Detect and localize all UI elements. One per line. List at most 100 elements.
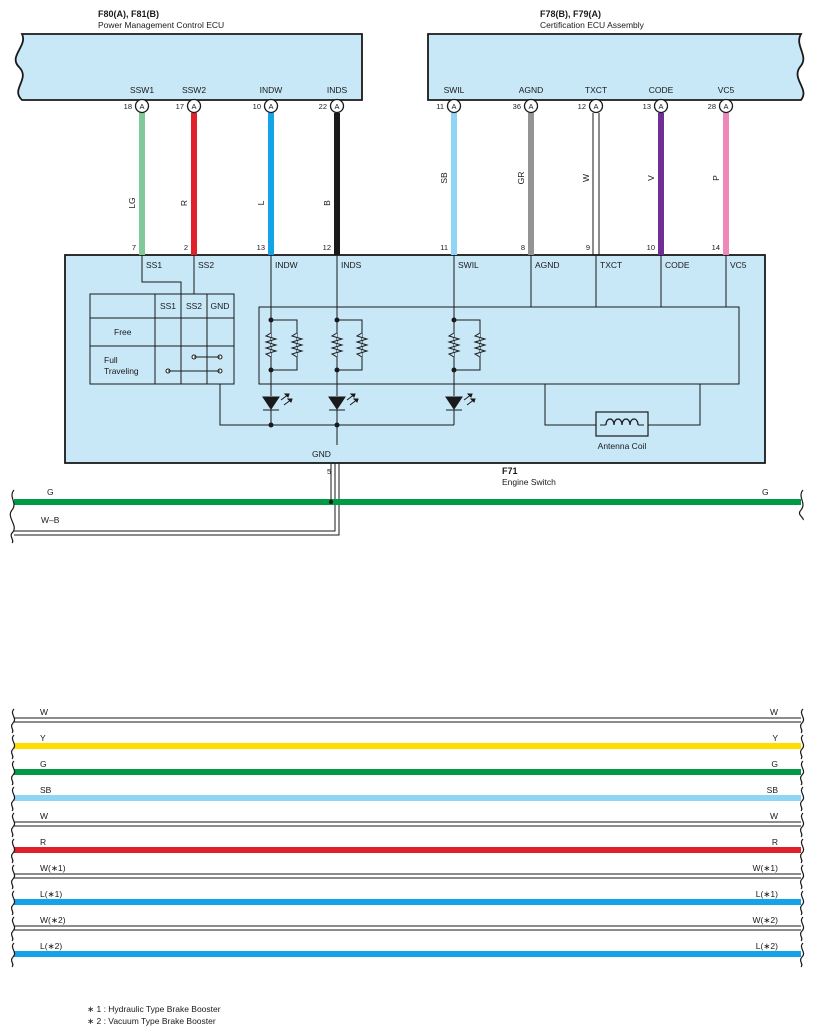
resistor-swil-1 <box>447 332 461 358</box>
resistor-indw-1 <box>264 332 278 358</box>
ecu-pin-number: 17 <box>176 102 184 111</box>
switch-terminal-label: INDS <box>341 260 362 270</box>
table-header-gnd: GND <box>211 301 230 311</box>
ground-wire-g-left-label: G <box>47 487 54 497</box>
switch-pin-number: 8 <box>521 243 525 252</box>
switch-terminal-label: VC5 <box>730 260 747 270</box>
ecu-pin-name: TXCT <box>585 85 607 95</box>
ecu-pin-number: 28 <box>708 102 716 111</box>
ecu-pin-name: INDW <box>260 85 283 95</box>
connector-tag: A <box>658 102 663 111</box>
harness-wire-right-label: SB <box>767 785 779 795</box>
wire-color-code: V <box>646 175 656 181</box>
ecu-left-name: Power Management Control ECU <box>98 20 224 30</box>
harness-wire-right-label: W <box>770 811 778 821</box>
switch-terminal-label: TXCT <box>600 260 622 270</box>
resistor-indw-2 <box>290 332 304 358</box>
led-swil <box>445 393 476 411</box>
junction-dots <box>268 317 457 428</box>
connector-terminal <box>718 98 734 114</box>
harness-wire-left-label: SB <box>40 785 52 795</box>
engine-switch-code: F71 <box>502 466 518 476</box>
ecu-pin-number: 12 <box>578 102 586 111</box>
harness-wire-left-label: W <box>40 707 48 717</box>
ecu-pin-number: 36 <box>513 102 521 111</box>
ecu-right: F78(B), F79(A) Certification ECU Assembl… <box>427 9 805 101</box>
wire-color-code: SB <box>439 172 449 184</box>
switch-pin-number: 13 <box>257 243 265 252</box>
connector-terminal <box>186 98 202 114</box>
resistor-inds-2 <box>355 332 369 358</box>
wire-color-code: R <box>179 200 189 206</box>
connector-terminal <box>263 98 279 114</box>
ecu-right-code: F78(B), F79(A) <box>540 9 601 19</box>
ecu-pin-number: 13 <box>643 102 651 111</box>
ecu-pin-name: SWIL <box>444 85 465 95</box>
ground-wire-g-right-label: G <box>762 487 769 497</box>
switch-pin-number: 14 <box>712 243 720 252</box>
ecu-pin-name: SSW1 <box>130 85 154 95</box>
top-pins: ASSW118LG7SS1ASSW217R2SS2AINDW10L13INDWA… <box>124 85 747 270</box>
harness-wire-right-label: Y <box>772 733 778 743</box>
connector-tag: A <box>451 102 456 111</box>
ecu-pin-name: AGND <box>519 85 544 95</box>
harness-wire-left-label: W <box>40 811 48 821</box>
connector-tag: A <box>191 102 196 111</box>
switch-pin-number: 9 <box>586 243 590 252</box>
gnd-label: GND <box>312 449 331 459</box>
harness-wire-right-label: W(∗1) <box>752 863 778 873</box>
engine-switch-name: Engine Switch <box>502 477 556 487</box>
ecu-pin-name: SSW2 <box>182 85 206 95</box>
harness-wire-right-label: G <box>771 759 778 769</box>
harness-wire-right-label: L(∗1) <box>756 889 778 899</box>
connector-terminal <box>653 98 669 114</box>
switch-terminal-label: AGND <box>535 260 560 270</box>
ground-wire-wb-label: W–B <box>41 515 60 525</box>
connector-terminal <box>134 98 150 114</box>
connector-tag: A <box>723 102 728 111</box>
harness-wire-right-label: W <box>770 707 778 717</box>
switch-pin-number: 2 <box>184 243 188 252</box>
switch-pin-number: 11 <box>440 243 448 252</box>
wire-color-code: P <box>711 175 721 181</box>
ecu-pin-name: INDS <box>327 85 348 95</box>
ecu-pin-name: VC5 <box>718 85 735 95</box>
antenna-coil: Antenna Coil <box>595 411 649 451</box>
table-header-ss1: SS1 <box>160 301 176 311</box>
harness-wire-right-label: R <box>772 837 778 847</box>
harness-wire-right-label: L(∗2) <box>756 941 778 951</box>
connector-tag: A <box>334 102 339 111</box>
ecu-left: F80(A), F81(B) Power Management Control … <box>14 9 363 101</box>
harness-wire: L(∗2)L(∗2) <box>10 941 805 968</box>
harness-wire-left-label: W(∗1) <box>40 863 66 873</box>
harness-wire-left-label: Y <box>40 733 46 743</box>
harness-wire-right-label: W(∗2) <box>752 915 778 925</box>
harness-wire-left-label: R <box>40 837 46 847</box>
switch-terminal-label: SWIL <box>458 260 479 270</box>
table-header-ss2: SS2 <box>186 301 202 311</box>
switch-terminal-label: CODE <box>665 260 690 270</box>
wire-color-code: W <box>581 174 591 182</box>
gnd-pin: 5 <box>327 467 331 476</box>
ecu-right-name: Certification ECU Assembly <box>540 20 645 30</box>
harness-wire: SB SB <box>10 785 805 812</box>
harness-wire-left-label: G <box>40 759 47 769</box>
antenna-coil-label: Antenna Coil <box>598 441 647 451</box>
ecu-pin-number: 18 <box>124 102 132 111</box>
harness-wire-left-label: W(∗2) <box>40 915 66 925</box>
switch-pin-number: 12 <box>323 243 331 252</box>
connector-tag: A <box>528 102 533 111</box>
harness-wire: L(∗1)L(∗1) <box>10 889 805 916</box>
connector-terminal <box>446 98 462 114</box>
